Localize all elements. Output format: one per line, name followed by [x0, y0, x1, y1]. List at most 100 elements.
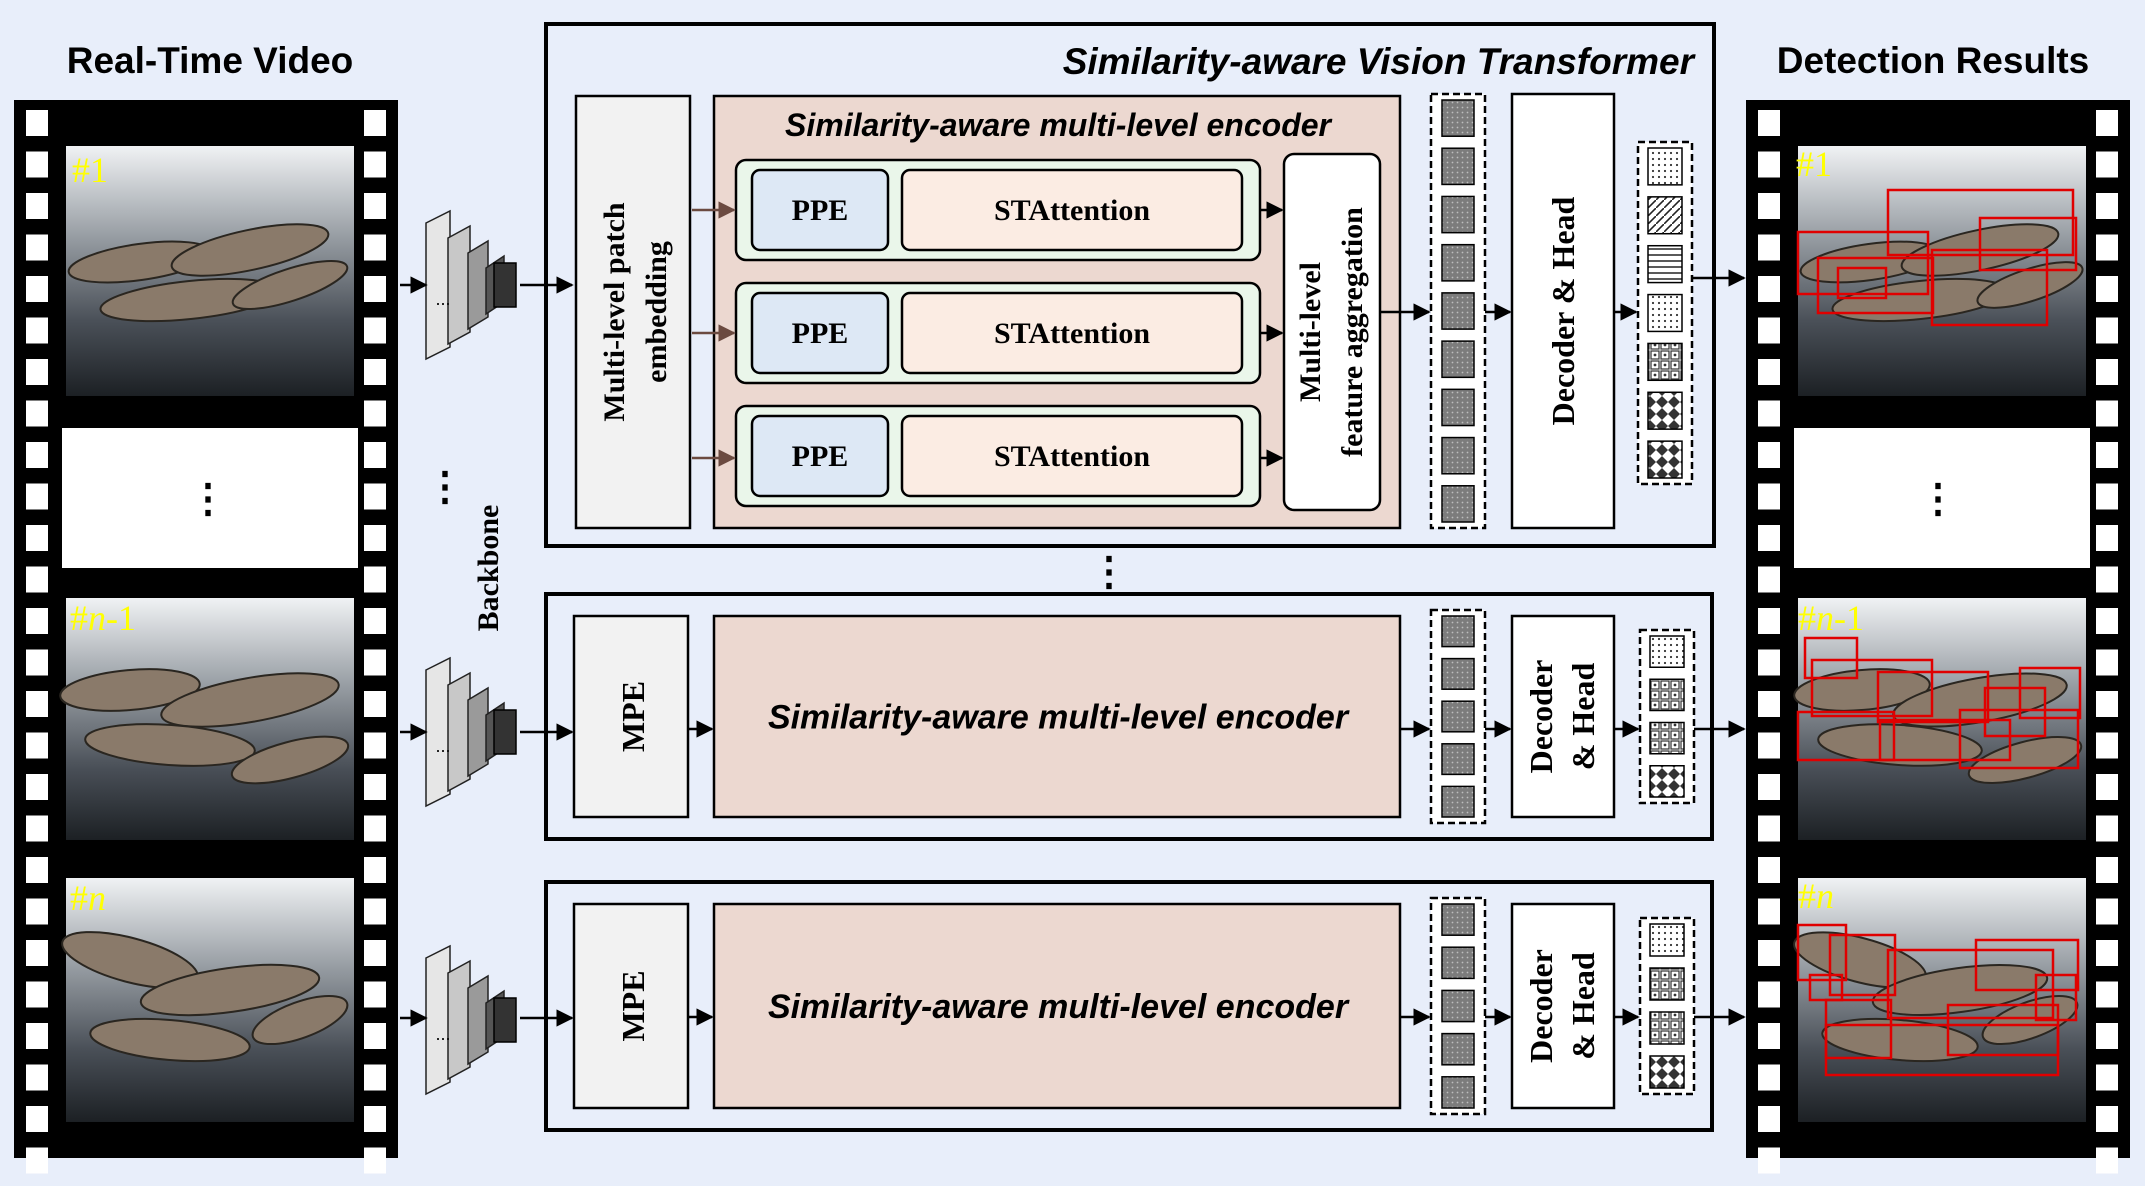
sprocket-hole	[364, 400, 386, 427]
sprocket-hole	[364, 940, 386, 966]
sprocket-hole	[26, 1064, 48, 1091]
query-token	[1649, 1055, 1685, 1089]
sprocket-hole	[1758, 110, 1780, 136]
sprocket-hole	[26, 1023, 48, 1049]
patch-embedding-line1: Multi-level patch	[598, 202, 631, 421]
backbone-dots: ...	[435, 736, 450, 756]
backbone-icon: ...	[425, 209, 517, 361]
sprocket-hole	[2096, 483, 2118, 510]
sprocket-hole	[1758, 1023, 1780, 1049]
sprocket-hole	[2096, 359, 2118, 385]
sprocket-hole	[26, 193, 48, 219]
stattention-label: STAttention	[994, 440, 1150, 473]
sprocket-hole	[1758, 732, 1780, 759]
sprocket-hole	[26, 774, 48, 800]
encoder-box-compact	[712, 902, 1402, 1110]
backbone-icon: ...	[425, 944, 517, 1096]
feature-token	[1441, 903, 1475, 936]
sprocket-hole	[364, 857, 386, 883]
sprocket-hole	[26, 1147, 48, 1174]
ppe-box	[750, 414, 890, 498]
encoder-title: Similarity-aware multi-level encoder	[785, 107, 1333, 143]
sprocket-hole	[1758, 359, 1780, 385]
sprocket-hole	[26, 940, 48, 966]
sprocket-hole	[26, 483, 48, 510]
feature-token	[1441, 340, 1475, 379]
mpe-box	[572, 614, 690, 819]
sprocket-hole	[364, 774, 386, 800]
sprocket-hole	[364, 981, 386, 1008]
svt-title: Similarity-aware Vision Transformer	[1063, 41, 1697, 82]
mpe-label: MPE	[615, 681, 651, 752]
sprocket-hole	[2096, 566, 2118, 593]
sprocket-hole	[1758, 649, 1780, 676]
query-token	[1649, 765, 1685, 798]
decoder-head-box-compact	[1510, 902, 1616, 1110]
sprocket-hole	[26, 857, 48, 883]
result-label-first: #1	[1796, 144, 1832, 184]
backbone-icon: ...	[425, 656, 517, 808]
sprocket-hole	[26, 566, 48, 593]
feature-token	[1441, 195, 1475, 234]
sprocket-hole	[364, 276, 386, 302]
decoder-head-label: Decoder & Head	[1545, 196, 1581, 425]
results-column-title: Detection Results	[1777, 40, 2090, 81]
feature-token	[1441, 436, 1475, 475]
mpe-label: MPE	[615, 970, 651, 1041]
sprocket-hole	[2096, 276, 2118, 302]
ppe-label: PPE	[792, 317, 849, 350]
sprocket-hole	[2096, 193, 2118, 219]
sprocket-hole	[364, 317, 386, 344]
frame-label-first: #1	[72, 150, 108, 190]
query-token	[1649, 1011, 1685, 1045]
sprocket-hole	[1758, 1064, 1780, 1091]
sprocket-hole	[2096, 774, 2118, 800]
sprocket-hole	[26, 110, 48, 136]
sprocket-hole	[364, 1106, 386, 1132]
backbone-dots: ...	[435, 1024, 450, 1044]
query-column	[1638, 628, 1696, 805]
feature-token	[1441, 700, 1475, 733]
sprocket-hole	[1758, 1106, 1780, 1132]
query-token	[1649, 635, 1685, 668]
query-token	[1647, 342, 1683, 382]
feature-token	[1441, 485, 1475, 523]
patch-embedding-box	[574, 94, 692, 530]
sprocket-hole	[364, 525, 386, 551]
sprocket-hole	[364, 649, 386, 676]
sprocket-hole	[364, 110, 386, 136]
sprocket-hole	[2096, 940, 2118, 966]
query-column	[1638, 916, 1696, 1096]
sprocket-hole	[2096, 317, 2118, 344]
sprocket-hole	[2096, 525, 2118, 551]
feature-token	[1441, 785, 1475, 818]
rows-ellipsis: ⋮	[1089, 549, 1129, 594]
sprocket-hole	[364, 1147, 386, 1174]
aggregation-line2: feature aggregation	[1336, 207, 1369, 457]
backbone-ellipsis: ⋮	[425, 464, 465, 509]
sprocket-hole	[2096, 442, 2118, 468]
sprocket-hole	[26, 691, 48, 717]
sprocket-hole	[364, 234, 386, 261]
query-token	[1647, 293, 1683, 333]
query-column	[1636, 140, 1694, 486]
sprocket-hole	[26, 151, 48, 178]
sprocket-hole	[364, 566, 386, 593]
sprocket-hole	[26, 898, 48, 925]
frame-label-prev: #n-1	[70, 598, 136, 638]
stattention-box	[900, 414, 1244, 498]
stattention-box	[900, 168, 1244, 252]
sprocket-hole	[2096, 649, 2118, 676]
sprocket-hole	[1758, 234, 1780, 261]
feature-token	[1441, 989, 1475, 1023]
output-frame-n-1	[1793, 598, 2086, 840]
sprocket-hole	[1758, 442, 1780, 468]
feature-token	[1441, 1032, 1475, 1066]
decoder-label-line1: Decoder	[1523, 949, 1559, 1063]
input-frame-n-1	[59, 598, 354, 840]
sprocket-hole	[26, 732, 48, 759]
sprocket-hole	[1758, 981, 1780, 1008]
